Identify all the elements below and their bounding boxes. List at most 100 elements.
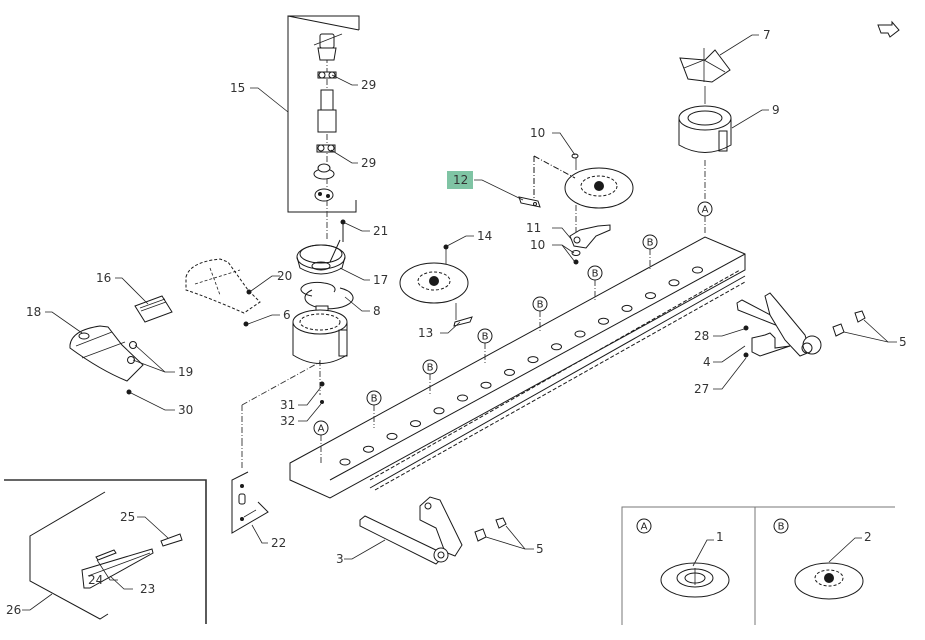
callout-15[interactable]: 15 bbox=[230, 81, 245, 95]
bar-hole bbox=[386, 432, 398, 440]
svg-text:A: A bbox=[641, 522, 648, 533]
callout-14[interactable]: 14 bbox=[477, 229, 492, 243]
gear-housing bbox=[292, 309, 348, 404]
bar-hole bbox=[433, 407, 445, 415]
callout-13[interactable]: 13 bbox=[418, 326, 433, 340]
callout-4[interactable]: 4 bbox=[703, 355, 711, 369]
bar-hole bbox=[645, 292, 656, 300]
svg-text:A: A bbox=[702, 205, 709, 216]
svg-text:A: A bbox=[318, 424, 325, 435]
bar-hole bbox=[339, 458, 351, 466]
callout-3[interactable]: 3 bbox=[336, 552, 344, 566]
position-marker-b: B bbox=[366, 390, 382, 428]
callout-32[interactable]: 32 bbox=[280, 414, 295, 428]
callout-26[interactable]: 26 bbox=[6, 603, 21, 617]
callout-12[interactable]: 12 bbox=[447, 171, 473, 189]
callout-23[interactable]: 23 bbox=[140, 582, 155, 596]
callout-29a[interactable]: 29 bbox=[361, 78, 376, 92]
callout-27[interactable]: 27 bbox=[694, 382, 709, 396]
callout-label: 21 bbox=[373, 224, 388, 238]
callout-label: 20 bbox=[277, 269, 292, 283]
callout-label: 5 bbox=[899, 335, 907, 349]
rotor-drum bbox=[678, 86, 732, 200]
callout-label: 15 bbox=[230, 81, 245, 95]
callout-6[interactable]: 6 bbox=[283, 308, 291, 322]
cutter-bar bbox=[289, 236, 746, 499]
callout-label: 9 bbox=[772, 103, 780, 117]
linkage-arm-right bbox=[736, 292, 866, 358]
svg-text:B: B bbox=[537, 300, 544, 311]
callout-1[interactable]: 1 bbox=[716, 530, 724, 544]
guard-plate-lower bbox=[69, 325, 144, 395]
callout-11[interactable]: 11 bbox=[526, 221, 541, 235]
callout-label: 2 bbox=[864, 530, 872, 544]
callout-label: 8 bbox=[373, 304, 381, 318]
callout-8[interactable]: 8 bbox=[373, 304, 381, 318]
callout-10a[interactable]: 10 bbox=[530, 126, 545, 140]
bar-hole bbox=[410, 420, 421, 428]
callout-label: 5 bbox=[536, 542, 544, 556]
bar-hole bbox=[457, 394, 468, 402]
bar-hole bbox=[363, 445, 374, 453]
leader-lines bbox=[22, 34, 897, 611]
callout-16[interactable]: 16 bbox=[96, 271, 111, 285]
callout-25[interactable]: 25 bbox=[120, 510, 135, 524]
callout-31[interactable]: 31 bbox=[280, 398, 295, 412]
cutting-blade-12 bbox=[518, 196, 541, 208]
svg-text:B: B bbox=[592, 269, 599, 280]
split-ring bbox=[300, 281, 354, 312]
linkage-arm-lower bbox=[359, 496, 507, 565]
disc-type-b bbox=[794, 562, 864, 600]
svg-text:B: B bbox=[427, 363, 434, 374]
position-marker-a: A bbox=[697, 201, 713, 235]
callout-24[interactable]: 24 bbox=[88, 573, 103, 587]
callout-17[interactable]: 17 bbox=[373, 273, 388, 287]
callout-label: 10 bbox=[530, 126, 545, 140]
callout-19[interactable]: 19 bbox=[178, 365, 193, 379]
svg-text:B: B bbox=[778, 522, 785, 533]
callout-label: 3 bbox=[336, 552, 344, 566]
blade-holder bbox=[569, 224, 611, 265]
callout-label: 31 bbox=[280, 398, 295, 412]
callout-28[interactable]: 28 bbox=[694, 329, 709, 343]
callout-label: 12 bbox=[453, 173, 468, 187]
svg-text:B: B bbox=[647, 238, 654, 249]
bar-hole bbox=[551, 343, 562, 351]
bar-hole bbox=[668, 279, 680, 287]
svg-text:B: B bbox=[482, 332, 489, 343]
callout-label: 18 bbox=[26, 305, 41, 319]
bar-hole bbox=[504, 368, 515, 376]
position-marker-a: A bbox=[313, 420, 329, 463]
callout-label: 22 bbox=[271, 536, 286, 550]
callout-label: 24 bbox=[88, 573, 103, 587]
callout-20[interactable]: 20 bbox=[277, 269, 292, 283]
callout-label: 29 bbox=[361, 78, 376, 92]
callout-label: 14 bbox=[477, 229, 492, 243]
callout-label: 23 bbox=[140, 582, 155, 596]
callout-2[interactable]: 2 bbox=[864, 530, 872, 544]
callout-label: 1 bbox=[716, 530, 724, 544]
callout-label: 16 bbox=[96, 271, 111, 285]
position-marker-b: B bbox=[773, 518, 789, 534]
callout-highlight bbox=[447, 171, 473, 189]
drive-shaft-assembly bbox=[287, 15, 360, 240]
callout-label: 7 bbox=[763, 28, 771, 42]
callout-10b[interactable]: 10 bbox=[530, 238, 545, 252]
callout-7[interactable]: 7 bbox=[763, 28, 771, 42]
bar-hole bbox=[598, 317, 609, 325]
callout-label: 10 bbox=[530, 238, 545, 252]
next-page-arrow-icon[interactable] bbox=[877, 20, 900, 38]
callout-9[interactable]: 9 bbox=[772, 103, 780, 117]
callout-label: 4 bbox=[703, 355, 711, 369]
position-marker-b: B bbox=[642, 234, 658, 270]
callout-22[interactable]: 22 bbox=[271, 536, 286, 550]
callout-label: 29 bbox=[361, 156, 376, 170]
callout-21[interactable]: 21 bbox=[373, 224, 388, 238]
callout-5a[interactable]: 5 bbox=[536, 542, 544, 556]
callout-5b[interactable]: 5 bbox=[899, 335, 907, 349]
callout-label: 25 bbox=[120, 510, 135, 524]
callout-29b[interactable]: 29 bbox=[361, 156, 376, 170]
callout-18[interactable]: 18 bbox=[26, 305, 41, 319]
callout-label: 28 bbox=[694, 329, 709, 343]
callout-30[interactable]: 30 bbox=[178, 403, 193, 417]
